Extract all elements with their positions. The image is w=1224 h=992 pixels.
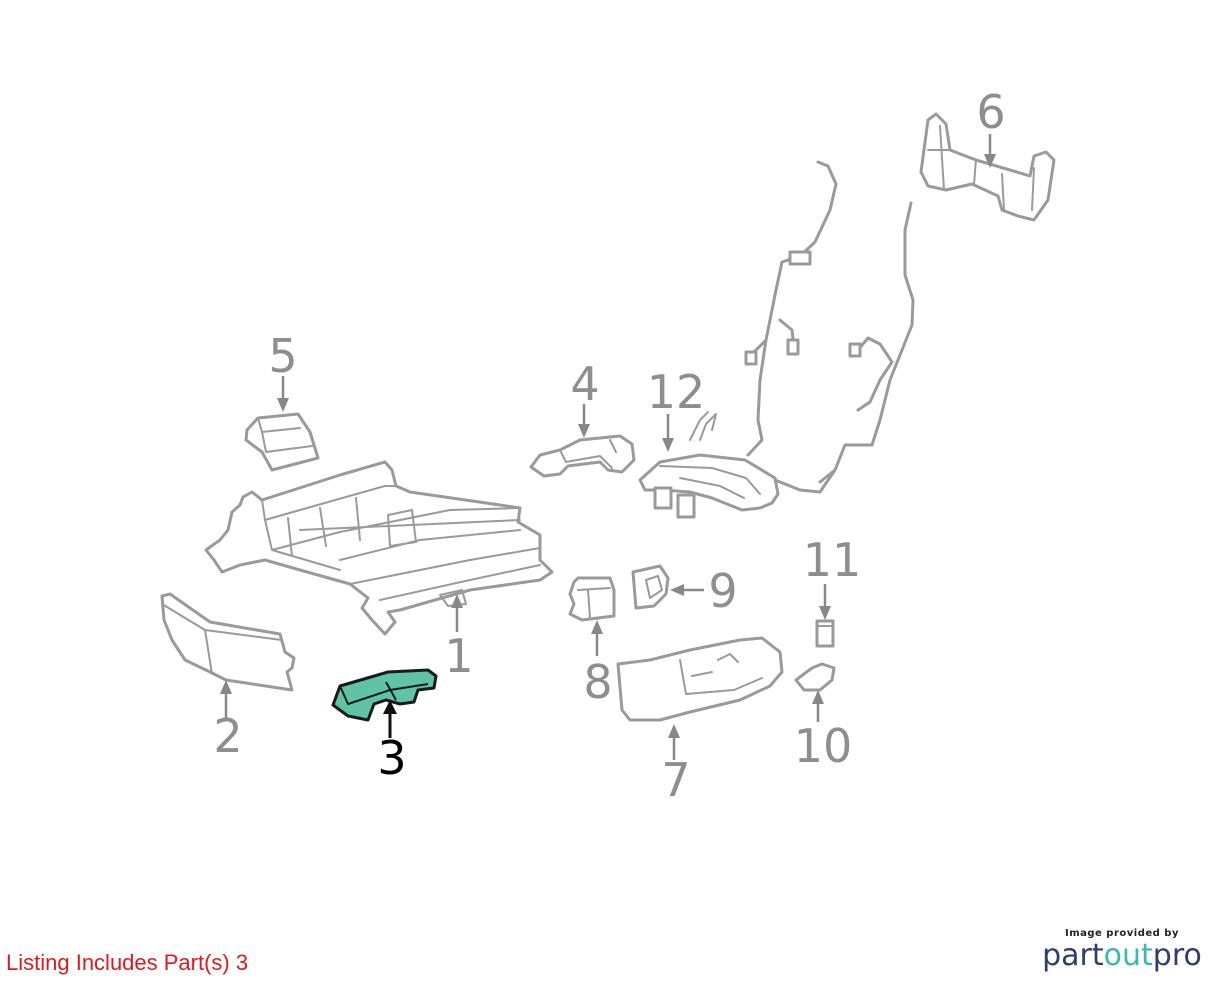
- callout-2: 2: [213, 709, 242, 763]
- callout-1: 1: [444, 629, 473, 683]
- brand-caption: Image provided by: [1065, 928, 1179, 939]
- callout-11: 11: [803, 533, 862, 587]
- part-4-handle[interactable]: [529, 434, 636, 478]
- callout-4: 4: [570, 357, 599, 411]
- part-6-upper-bracket[interactable]: [919, 112, 1056, 222]
- callout-3: 3: [377, 731, 406, 785]
- part-9-knob[interactable]: [631, 564, 670, 610]
- callout-7: 7: [661, 753, 690, 807]
- part-5-bracket[interactable]: [244, 412, 320, 472]
- part-10-small-knob[interactable]: [794, 662, 836, 692]
- callout-labels: 1 2 3 4 5 6 7 8 9 10 11 12: [213, 85, 1005, 807]
- listing-note: Listing Includes Part(s) 3: [6, 950, 249, 975]
- part-1-seat-frame[interactable]: [204, 460, 554, 636]
- callout-5: 5: [268, 329, 297, 383]
- brand-attribution: Image provided by partoutpro: [1042, 928, 1202, 973]
- part-8-switch-bezel[interactable]: [568, 576, 616, 622]
- part-3-bracket-highlighted[interactable]: [331, 668, 438, 722]
- partoutpro-logo: partoutpro: [1042, 938, 1202, 973]
- part-11-small-switch[interactable]: [815, 619, 835, 648]
- callout-8: 8: [583, 655, 612, 709]
- part-12-wiring-harness[interactable]: [638, 160, 915, 519]
- part-2-side-trim[interactable]: [160, 592, 296, 692]
- part-7-side-shield[interactable]: [616, 636, 784, 722]
- callout-12: 12: [647, 365, 706, 419]
- callout-9: 9: [708, 564, 737, 618]
- callout-6: 6: [976, 85, 1005, 139]
- callout-arrows: [220, 134, 996, 760]
- callout-10: 10: [794, 719, 853, 773]
